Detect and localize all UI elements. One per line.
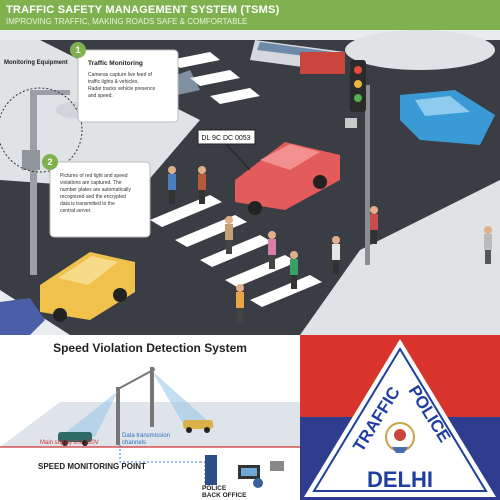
banner-subtitle: IMPROVING TRAFFIC, MAKING ROADS SAFE & C…	[6, 17, 248, 26]
license-plate-label: DL 9C DC 0053	[201, 135, 250, 142]
back-office-label-2: BACK OFFICE	[202, 492, 247, 499]
callout1-line: Radar tracks vehicle presence	[88, 86, 155, 92]
car-yellow-illustration	[183, 420, 213, 433]
blue-car-illustration	[400, 90, 495, 145]
speed-panel-title: Speed Violation Detection System	[53, 341, 247, 355]
speed-system-diagram	[0, 367, 300, 488]
data-channels-label-1: Data transmission	[122, 433, 171, 439]
printer-illustration	[270, 461, 284, 471]
main-supply-label: Main supply line 220V	[40, 440, 99, 446]
speed-violation-panel: Speed Violation Detection System Main s	[0, 335, 300, 500]
traffic-light-illustration	[345, 60, 370, 265]
logo-word-delhi: DELHI	[367, 467, 433, 492]
bus-illustration	[250, 40, 345, 74]
callout2-line: data is transmitted to the	[60, 201, 115, 207]
red-pickup-illustration	[235, 142, 340, 215]
police-emblem-icon	[385, 422, 415, 453]
callout2-line: recognized and the encrypted	[60, 194, 126, 200]
traffic-illustration: DL 9C DC 0053 Monitoring Equipment 1 Tra…	[0, 30, 500, 335]
monitoring-equipment-label: Monitoring Equipment	[4, 60, 68, 66]
callout-traffic-monitoring: 1 Traffic Monitoring Cameras capture liv…	[70, 42, 179, 123]
callout2-line: central server.	[60, 208, 91, 214]
callout2-number: 2	[47, 157, 52, 167]
callout1-title: Traffic Monitoring	[88, 60, 143, 67]
zebra-crossing-top	[170, 52, 260, 104]
speed-monitoring-point-label: SPEED MONITORING POINT	[38, 462, 146, 471]
callout2-line: violations are captured. The	[60, 180, 122, 186]
car-dark-illustration	[58, 432, 92, 446]
callout1-line: and speed.	[88, 93, 113, 99]
banner-title: TRAFFIC SAFETY MANAGEMENT SYSTEM (TSMS)	[6, 4, 280, 16]
officer-illustration	[253, 478, 263, 488]
callout1-line: Cameras capture live feed of	[88, 72, 153, 78]
callout1-number: 1	[75, 45, 80, 55]
callout2-line: number plates are automatically	[60, 187, 131, 193]
server-illustration	[205, 455, 217, 485]
data-channels-label-2: channels	[122, 440, 147, 446]
yellow-van-illustration	[40, 252, 135, 322]
pedestrians-illustration	[168, 166, 492, 322]
callout1-line: traffic lights & vehicles.	[88, 79, 139, 85]
callout2-line: Pictures of red light and speed	[60, 173, 128, 179]
header-banner: TRAFFIC SAFETY MANAGEMENT SYSTEM (TSMS) …	[0, 0, 500, 30]
back-office-label-1: POLICE	[202, 485, 227, 492]
delhi-traffic-police-logo: TRAFFIC POLICE DELHI	[300, 335, 500, 500]
blue-car-bottom	[0, 298, 45, 335]
callout-violation-capture: 2 Pictures of red light and speed violat…	[42, 154, 151, 238]
